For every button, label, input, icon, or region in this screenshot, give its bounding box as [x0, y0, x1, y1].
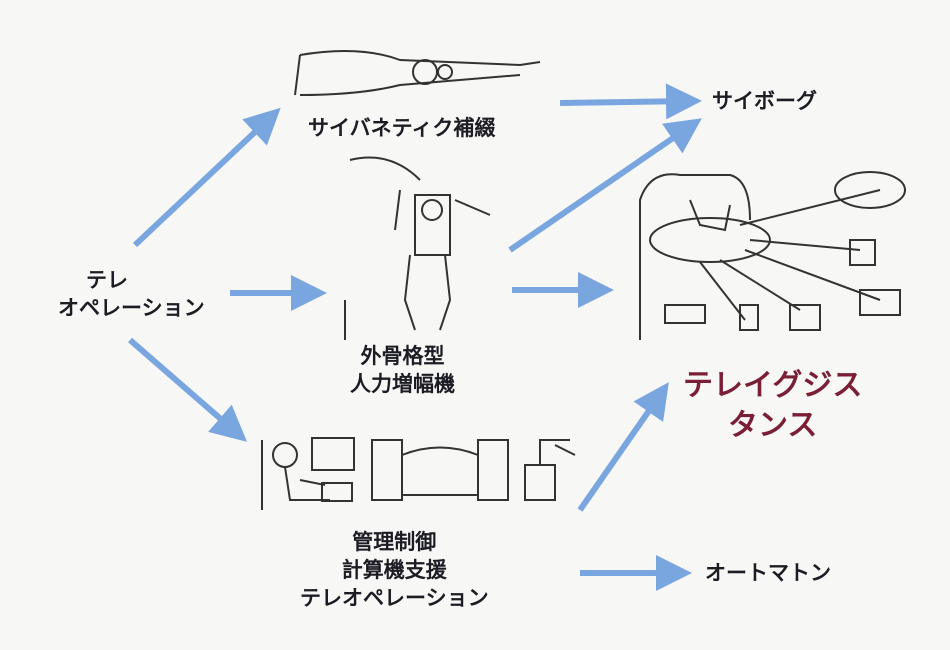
arrow-tele-to-prosthetics — [132, 107, 281, 248]
supervisory-control-illustration — [261, 437, 576, 510]
supervisory-line1: 管理制御 — [352, 530, 437, 554]
prosthetics-label: サイバネティク補綴 — [308, 116, 496, 140]
supervisory-label: 管理制御 計算機支援 テレオペレーション — [300, 528, 489, 612]
arrow-supervisory-to-telexistence — [577, 382, 669, 512]
exoskeleton-illustration — [344, 156, 491, 340]
exoskeleton-line2: 人力増幅機 — [350, 372, 455, 396]
arrow-prosthetics-to-cyborg — [559, 83, 702, 120]
telexistence-label: テレイグジス タンス — [683, 366, 862, 446]
prosthetic-arm-illustration — [294, 50, 541, 96]
teleoperation-line2: オペレーション — [58, 296, 205, 320]
teleoperation-label: テレ オペレーション — [58, 266, 205, 322]
cyborg-label: サイボーグ — [712, 89, 817, 113]
teleoperation-line1: テレ — [86, 268, 128, 292]
supervisory-line2: 計算機支援 — [341, 558, 447, 582]
telexistence-illustration — [639, 171, 906, 340]
exoskeleton-line1: 外骨格型 — [360, 344, 445, 368]
supervisory-line3: テレオペレーション — [300, 586, 489, 610]
exoskeleton-label: 外骨格型 人力増幅機 — [350, 342, 455, 398]
telexistence-line2: タンス — [728, 408, 818, 443]
arrow-exoskeleton-to-cyborg — [508, 118, 702, 253]
automaton-label: オートマトン — [705, 561, 831, 585]
arrow-tele-to-supervisory — [128, 337, 248, 442]
telexistence-line1: テレイグジス — [683, 368, 863, 403]
